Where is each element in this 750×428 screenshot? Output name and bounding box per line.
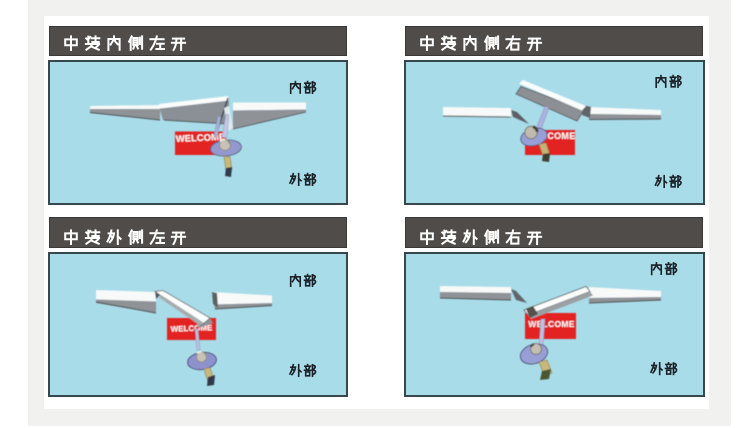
svg-text:WELCOME: WELCOME xyxy=(528,319,575,329)
svg-text:WELCOME: WELCOME xyxy=(526,131,575,141)
svg-text:WELCOME: WELCOME xyxy=(176,132,226,145)
svg-text:WELCOME: WELCOME xyxy=(170,323,213,333)
